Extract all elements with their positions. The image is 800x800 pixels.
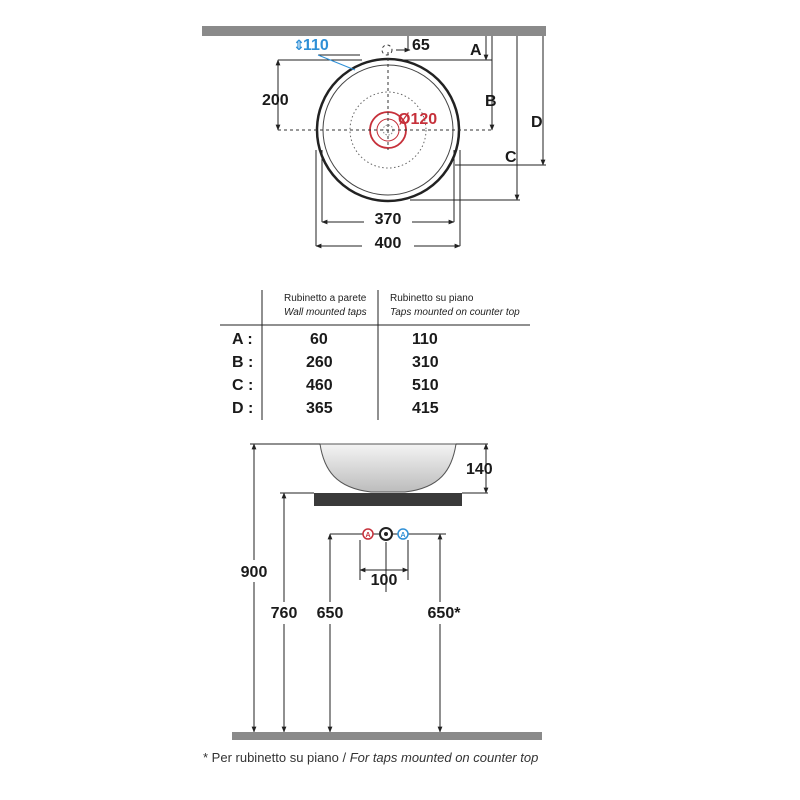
tap-hole <box>381 44 393 56</box>
dim-inner: 370 <box>375 211 402 228</box>
footnote-italic: For taps mounted on counter top <box>350 750 539 765</box>
letter-d: D <box>531 114 543 131</box>
letter-a: A <box>470 42 482 59</box>
dim-counter-height: 760 <box>271 605 298 622</box>
table-row: B : 260 310 <box>232 354 439 371</box>
bowl-profile <box>319 443 457 493</box>
footnote: * Per rubinetto su piano / For taps moun… <box>203 750 538 765</box>
col1-title: Rubinetto a parete <box>284 293 367 304</box>
row-wall: 260 <box>306 354 333 371</box>
col2-subtitle: Taps mounted on counter top <box>390 307 520 318</box>
dim-pipe-right: 650* <box>428 605 462 622</box>
svg-text:A: A <box>365 532 370 539</box>
dim-pipe-spacing: 100 <box>371 572 398 589</box>
counter-top <box>314 493 462 506</box>
dim-pipe-left: 650 <box>317 605 344 622</box>
table-row: D : 365 415 <box>232 400 439 417</box>
table-row: A : 60 110 <box>232 331 438 348</box>
footnote-prefix: * Per rubinetto su piano / <box>203 750 350 765</box>
floor <box>232 732 542 740</box>
col1-subtitle: Wall mounted taps <box>284 307 367 318</box>
row-wall: 365 <box>306 400 333 417</box>
dim-center: 200 <box>262 92 289 109</box>
row-label: B : <box>232 354 253 371</box>
col2-title: Rubinetto su piano <box>390 293 474 304</box>
row-counter: 510 <box>412 377 439 394</box>
row-wall: 60 <box>310 331 328 348</box>
dim-tap-hole: 110 <box>303 37 329 54</box>
blue-arrow-icon: ⇕ <box>293 37 305 53</box>
dimension-table: Rubinetto a parete Wall mounted taps Rub… <box>220 290 530 420</box>
row-counter: 415 <box>412 400 439 417</box>
tap-connections: A A <box>330 527 446 541</box>
side-view: 140 900 760 A A 100 650 <box>232 443 542 740</box>
svg-text:A: A <box>400 532 405 539</box>
dim-outer: 400 <box>375 235 402 252</box>
row-label: A : <box>232 331 253 348</box>
row-wall: 460 <box>306 377 333 394</box>
dim-tap-offset: 65 <box>412 37 430 54</box>
basin-dotted-ring <box>349 91 427 169</box>
cold-water-icon <box>397 528 409 540</box>
dim-drain: Ø120 <box>398 111 437 128</box>
row-counter: 310 <box>412 354 439 371</box>
letter-b: B <box>485 93 497 110</box>
letter-c: C <box>505 149 517 166</box>
dim-total-height: 900 <box>241 564 268 581</box>
table-row: C : 460 510 <box>232 377 439 394</box>
hot-water-icon <box>362 528 374 540</box>
top-view: 200 110 ⇕ 65 A B C D Ø120 <box>202 26 546 252</box>
wall-bar <box>202 26 546 36</box>
row-counter: 110 <box>412 331 438 348</box>
row-label: C : <box>232 377 253 394</box>
dim-basin-height: 140 <box>466 461 493 478</box>
row-label: D : <box>232 400 253 417</box>
